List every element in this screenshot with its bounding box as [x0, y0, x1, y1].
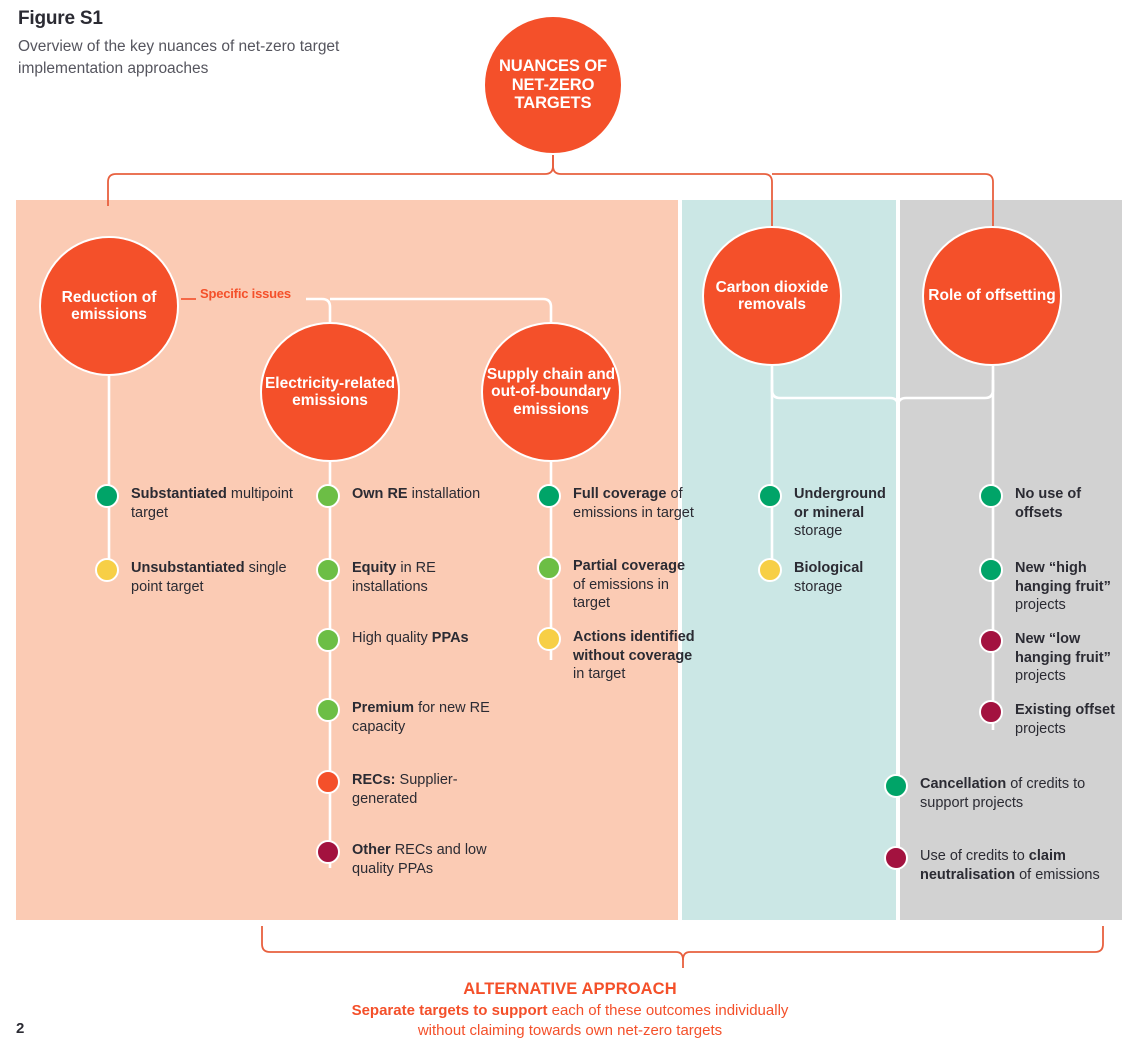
figure-subtitle: Overview of the key nuances of net-zero …: [18, 38, 340, 78]
list-item-label: Other RECs and low quality PPAs: [352, 842, 487, 877]
list-item-label: No use of offsets: [1015, 486, 1082, 521]
bullet-dot-maroon-icon: [979, 629, 1003, 653]
list-item[interactable]: Partial coverage of emissions in target: [537, 556, 697, 613]
list-item-label: Premium for new RE capacity: [352, 700, 490, 735]
list-item-label: Unsubstantiated single point target: [131, 560, 287, 595]
list-item[interactable]: Existing offset projects: [979, 700, 1129, 738]
bullet-dot-green-icon: [884, 774, 908, 798]
bullet-dot-maroon-icon: [979, 700, 1003, 724]
alternative-approach-title: ALTERNATIVE APPROACH: [463, 980, 677, 998]
bullet-dot-green-icon: [979, 484, 1003, 508]
list-item-label: Use of credits to claim neutralisation o…: [920, 848, 1100, 883]
bubble-carbon-dioxide-removals[interactable]: Carbon dioxide removals: [702, 226, 842, 366]
bullet-dot-green-icon: [979, 558, 1003, 582]
list-item[interactable]: Cancellation of credits to support proje…: [884, 774, 1124, 812]
list-item[interactable]: Other RECs and low quality PPAs: [316, 840, 501, 878]
alternative-approach-line1-bold: Separate targets to support: [351, 1002, 548, 1019]
bullet-dot-yellow-icon: [95, 558, 119, 582]
bubble-reduction-of-emissions[interactable]: Reduction of emissions: [39, 236, 179, 376]
list-item[interactable]: Equity in RE installations: [316, 558, 501, 596]
bullet-dot-maroon-icon: [316, 840, 340, 864]
bubble-nuances-of-net-zero-targets[interactable]: NUANCES OF NET-ZERO TARGETS: [483, 15, 623, 155]
list-item[interactable]: No use of offsets: [979, 484, 1129, 522]
list-item-label: Actions identified without coverage in t…: [573, 629, 695, 683]
list-item[interactable]: New “high hanging fruit” projects: [979, 558, 1129, 615]
list-item[interactable]: Use of credits to claim neutralisation o…: [884, 846, 1124, 884]
list-item[interactable]: Actions identified without coverage in t…: [537, 627, 697, 684]
list-item[interactable]: Substantiated multipoint target: [95, 484, 305, 522]
list-item-label: New “low hanging fruit” projects: [1015, 631, 1111, 685]
list-item-label: Partial coverage of emissions in target: [573, 558, 686, 612]
list-item-label: Biological storage: [794, 560, 864, 595]
specific-issues-label: Specific issues: [200, 286, 291, 301]
bullet-dot-green-icon: [95, 484, 119, 508]
figure-title: Figure S1: [18, 8, 103, 29]
bullet-dot-light-green-icon: [537, 556, 561, 580]
list-item[interactable]: High quality PPAs: [316, 628, 501, 652]
list-item-label: Own RE installation: [352, 486, 481, 502]
bubble-electricity-related-emissions[interactable]: Electricity-related emissions: [260, 322, 400, 462]
alternative-approach-line1-rest: each of these outcomes individually: [547, 1002, 789, 1019]
list-item[interactable]: Underground or mineral storage: [758, 484, 903, 541]
list-item-label: RECs: Supplier-generated: [352, 772, 458, 807]
list-item[interactable]: Own RE installation: [316, 484, 501, 508]
alternative-approach-block: ALTERNATIVE APPROACH Separate targets to…: [0, 980, 1140, 1042]
list-item-label: Cancellation of credits to support proje…: [920, 776, 1086, 811]
bullet-dot-yellow-icon: [537, 627, 561, 651]
list-item-label: New “high hanging fruit” projects: [1015, 560, 1111, 614]
page-number: 2: [16, 1020, 25, 1037]
list-item-label: Underground or mineral storage: [794, 486, 886, 540]
list-item[interactable]: RECs: Supplier-generated: [316, 770, 501, 808]
bubble-role-of-offsetting[interactable]: Role of offsetting: [922, 226, 1062, 366]
bullet-dot-light-green-icon: [316, 698, 340, 722]
list-item[interactable]: Premium for new RE capacity: [316, 698, 501, 736]
list-item-label: High quality PPAs: [352, 630, 469, 646]
alternative-approach-line2: without claiming towards own net-zero ta…: [417, 1022, 723, 1040]
list-item-label: Existing offset projects: [1015, 702, 1115, 737]
bullet-dot-light-green-icon: [316, 484, 340, 508]
bullet-dot-light-green-icon: [316, 628, 340, 652]
list-item-label: Substantiated multipoint target: [131, 486, 293, 521]
bullet-dot-yellow-icon: [758, 558, 782, 582]
bullet-dot-green-icon: [537, 484, 561, 508]
list-item-label: Full coverage of emissions in target: [573, 486, 694, 521]
list-item[interactable]: Unsubstantiated single point target: [95, 558, 305, 596]
bullet-dot-orange-icon: [316, 770, 340, 794]
list-item[interactable]: Biological storage: [758, 558, 903, 596]
list-item-label: Equity in RE installations: [352, 560, 436, 595]
alternative-approach-line1: Separate targets to support each of thes…: [0, 1001, 1140, 1021]
bubble-supply-chain-and-out-of-boundary-emissions[interactable]: Supply chain and out-of-boundary emissio…: [481, 322, 621, 462]
bullet-dot-green-icon: [758, 484, 782, 508]
list-item[interactable]: New “low hanging fruit” projects: [979, 629, 1129, 686]
bullet-dot-maroon-icon: [884, 846, 908, 870]
list-item[interactable]: Full coverage of emissions in target: [537, 484, 697, 522]
bullet-dot-light-green-icon: [316, 558, 340, 582]
